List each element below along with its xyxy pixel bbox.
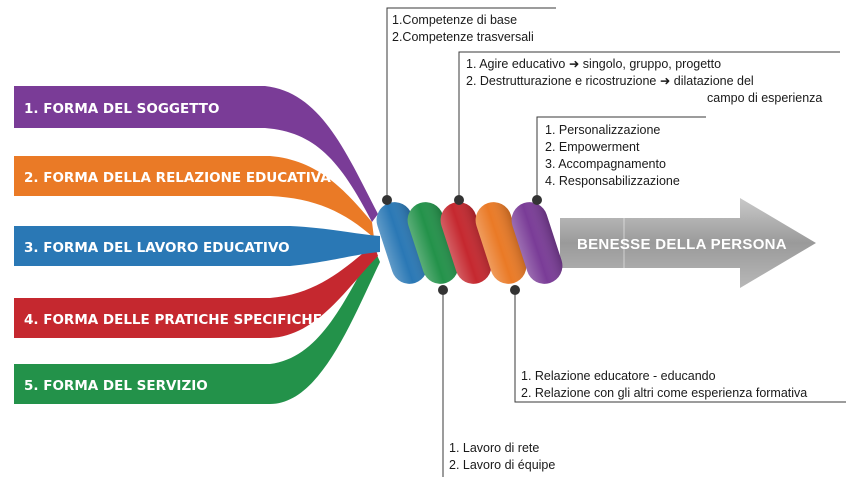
result-arrow: BENESSE DELLA PERSONA xyxy=(560,198,816,288)
callout-lavoro-1: 1. Lavoro di rete xyxy=(449,441,539,455)
callout-persona-4: 4. Responsabilizzazione xyxy=(545,174,680,188)
band-label-soggetto: 1. FORMA DEL SOGGETTO xyxy=(24,101,219,117)
band-label-pratiche: 4. FORMA DELLE PRATICHE SPECIFICHE xyxy=(24,312,322,328)
arrow-label: BENESSE DELLA PERSONA xyxy=(577,236,787,253)
band-label-lavoro: 3. FORMA DEL LAVORO EDUCATIVO xyxy=(24,240,290,256)
dot-persona xyxy=(532,195,542,205)
band-red-ribbon xyxy=(14,244,378,338)
leader-agire xyxy=(458,51,840,200)
leader-competenze xyxy=(386,7,556,200)
callout-relazione-1: 1. Relazione educatore - educando xyxy=(521,369,716,383)
band-label-servizio: 5. FORMA DEL SERVIZIO xyxy=(24,378,208,394)
band-purple-ribbon xyxy=(14,86,378,222)
callout-persona-3: 3. Accompagnamento xyxy=(545,157,666,171)
leader-lines xyxy=(382,7,846,477)
dot-relazione xyxy=(510,285,520,295)
band-label-relazione: 2. FORMA DELLA RELAZIONE EDUCATIVA xyxy=(24,170,331,186)
callout-agire-3: campo di esperienza xyxy=(707,91,822,105)
dot-agire xyxy=(454,195,464,205)
callout-agire-2: 2. Destrutturazione e ricostruzione ➜ di… xyxy=(466,74,754,88)
callout-lavoro-2: 2. Lavoro di équipe xyxy=(449,458,555,472)
callout-relazione-2: 2. Relazione con gli altri come esperien… xyxy=(521,386,807,400)
leader-persona xyxy=(536,116,706,200)
callout-persona-1: 1. Personalizzazione xyxy=(545,123,660,137)
callout-persona-2: 2. Empowerment xyxy=(545,140,640,154)
callouts: 1.Competenze di base 2.Competenze trasve… xyxy=(392,13,822,472)
bands-group xyxy=(14,86,380,404)
band-orange-ribbon xyxy=(14,156,374,238)
band-green-ribbon xyxy=(14,248,380,404)
dot-lavoro xyxy=(438,285,448,295)
callout-competenze-1: 1.Competenze di base xyxy=(392,13,517,27)
callout-agire-1: 1. Agire educativo ➜ singolo, gruppo, pr… xyxy=(466,57,721,71)
leader-relazione xyxy=(514,290,846,403)
band-labels: 1. FORMA DEL SOGGETTO 2. FORMA DELLA REL… xyxy=(24,101,331,394)
callout-competenze-2: 2.Competenze trasversali xyxy=(392,30,534,44)
dot-competenze xyxy=(382,195,392,205)
band-blue-ribbon xyxy=(14,226,380,266)
rope-segments xyxy=(376,202,563,284)
